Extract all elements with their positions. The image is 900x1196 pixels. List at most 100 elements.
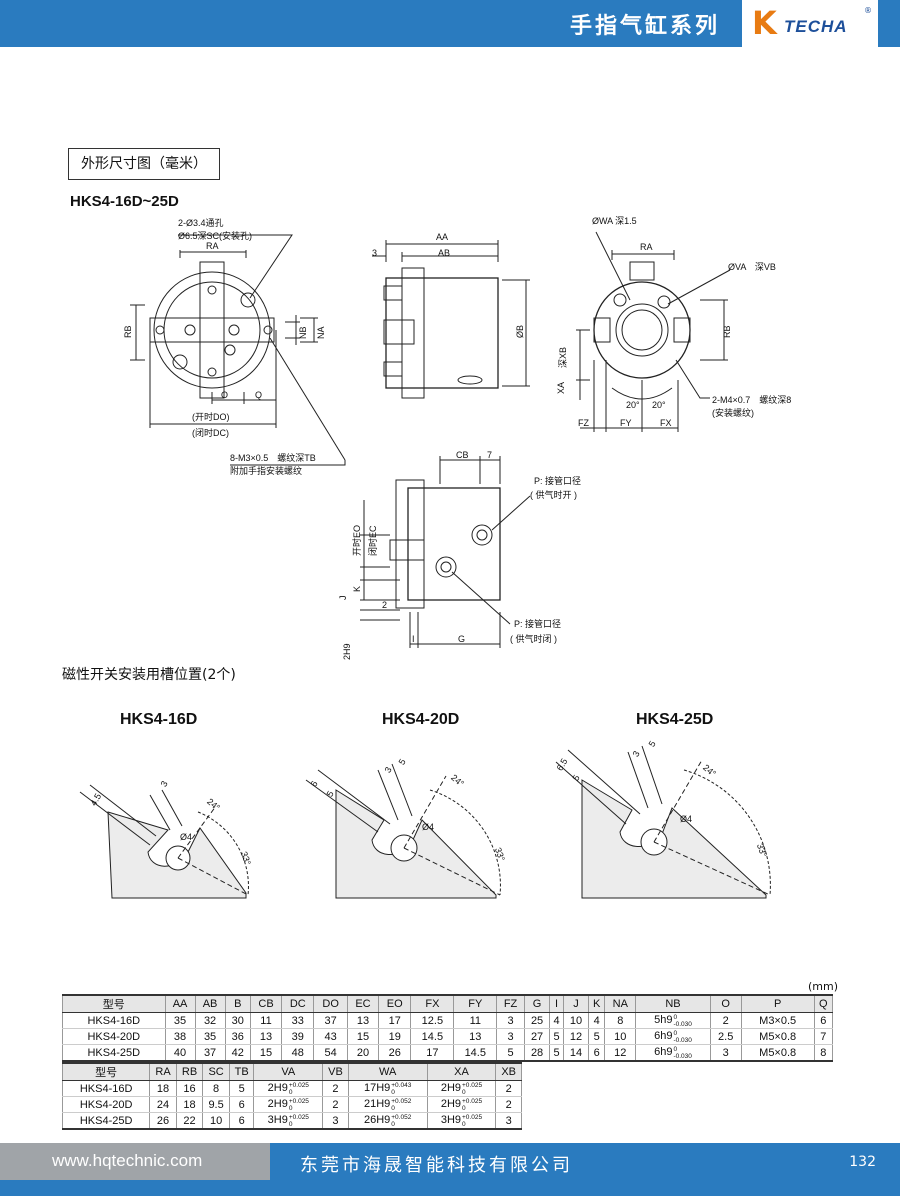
label-20a: 20° — [626, 400, 640, 410]
label-q: Q — [255, 390, 262, 400]
table-cell: 15 — [346, 1028, 380, 1045]
table-cell: 19 — [378, 1028, 412, 1045]
table-cell: 30 — [224, 1012, 251, 1029]
label-aa: AA — [436, 232, 448, 242]
footer-company: 东莞市海晟智能科技有限公司 — [300, 1155, 573, 1176]
rear-view — [576, 231, 731, 432]
table-cell: 12 — [604, 1044, 637, 1062]
slot-16d-angle1: 24° — [205, 796, 222, 813]
slot-20d-b: 3 — [383, 765, 394, 774]
label-na: NA — [316, 326, 326, 339]
column-header-15: K — [588, 994, 606, 1013]
table-cell: HKS4-25D — [62, 1044, 166, 1062]
label-ra-rear: RA — [640, 242, 653, 252]
slot-16d-b: 3 — [159, 779, 170, 788]
table-cell: 3 — [709, 1044, 742, 1062]
table-cell: 15 — [249, 1044, 283, 1062]
label-i: I — [412, 634, 415, 644]
table-cell: 10 — [202, 1112, 230, 1130]
column-header-13: I — [549, 994, 564, 1013]
label-nb: NB — [298, 326, 308, 339]
table-cell: 13 — [249, 1028, 283, 1045]
table-cell: 5 — [496, 1044, 525, 1062]
table-cell: M3×0.5 — [740, 1012, 815, 1029]
column-header-11: FZ — [496, 994, 525, 1013]
brand-logo: K TECHA ® — [742, 0, 878, 47]
table-cell: HKS4-16D — [61, 1080, 151, 1097]
dimension-drawings: 2-Ø3.4通孔 Ø6.5深SC(安装孔) RA RB NB NA O Q (开… — [123, 216, 791, 660]
side-view — [372, 240, 530, 399]
table-cell: M5×0.8 — [740, 1028, 815, 1045]
table-cell: HKS4-20D — [61, 1096, 151, 1113]
label-m4: 2-M4×0.7 螺纹深8 — [712, 394, 791, 405]
table-cell: 14 — [562, 1044, 590, 1062]
column-header-9: FX — [410, 994, 455, 1013]
table-cell: 2 — [709, 1012, 742, 1029]
column-header-1: RA — [149, 1062, 177, 1081]
label-ab: AB — [438, 248, 450, 258]
table-cell: 42 — [224, 1044, 251, 1062]
logo-registered: ® — [864, 6, 872, 15]
label-thread-note: 附加手指安装螺纹 — [230, 465, 302, 476]
label-thread: 8-M3×0.5 螺纹深TB — [230, 452, 316, 463]
table-cell: HKS4-20D — [62, 1028, 166, 1045]
logo-k: K — [752, 4, 777, 42]
label-p-open-note: ( 供气时开 ) — [530, 489, 577, 500]
column-header-6: VB — [322, 1062, 349, 1081]
column-header-6: DO — [313, 994, 348, 1013]
label-j: J — [338, 596, 348, 601]
column-header-17: NB — [635, 994, 711, 1013]
label-p-close-note: ( 供气时闭 ) — [510, 633, 557, 644]
table-cell: 28 — [523, 1044, 551, 1062]
footer-bar: www.hqtechnic.com 东莞市海晟智能科技有限公司 132 — [0, 1143, 900, 1196]
label-dc: (闭时DC) — [192, 427, 229, 438]
label-two: 2 — [382, 600, 387, 610]
table-cell: 8 — [604, 1012, 637, 1029]
label-m4-note: (安装螺纹) — [712, 407, 754, 418]
slot-20d-dia: Ø4 — [422, 822, 434, 832]
column-header-5: DC — [281, 994, 315, 1013]
column-header-2: AB — [194, 994, 226, 1013]
slot-25d-dia: Ø4 — [680, 814, 692, 824]
footer-url[interactable]: www.hqtechnic.com — [52, 1151, 203, 1170]
slot-title-20d: HKS4-20D — [382, 711, 460, 728]
column-header-2: RB — [175, 1062, 204, 1081]
label-seven: 7 — [487, 450, 492, 460]
table-cell: 3 — [496, 1028, 525, 1045]
table-cell: 2 — [322, 1080, 349, 1097]
label-cb: CB — [456, 450, 469, 460]
slot-20d-angle2: 33° — [493, 846, 507, 863]
slot-title-16d: HKS4-16D — [120, 711, 198, 728]
page-number: 132 — [849, 1154, 876, 1170]
column-header-5: VA — [253, 1062, 324, 1081]
label-fx: FX — [660, 418, 672, 428]
label-do: (开时DO) — [192, 411, 230, 422]
table-cell: 48 — [281, 1044, 315, 1062]
label-p-open: P: 接管口径 — [534, 475, 581, 486]
column-header-1: AA — [164, 994, 196, 1013]
table-cell: 5 — [228, 1080, 255, 1097]
table-cell: M5×0.8 — [740, 1044, 815, 1062]
table-cell: 37 — [194, 1044, 226, 1062]
label-xa: XA — [556, 382, 566, 394]
footer-grey-block — [0, 1143, 270, 1180]
table-cell: 13 — [346, 1012, 380, 1029]
table-cell: 18 — [175, 1096, 204, 1113]
slot-25d-angle2: 33° — [755, 842, 769, 859]
column-header-7: EC — [346, 994, 380, 1013]
column-header-9: XB — [495, 1062, 522, 1081]
table-cell: 6 — [588, 1044, 606, 1062]
